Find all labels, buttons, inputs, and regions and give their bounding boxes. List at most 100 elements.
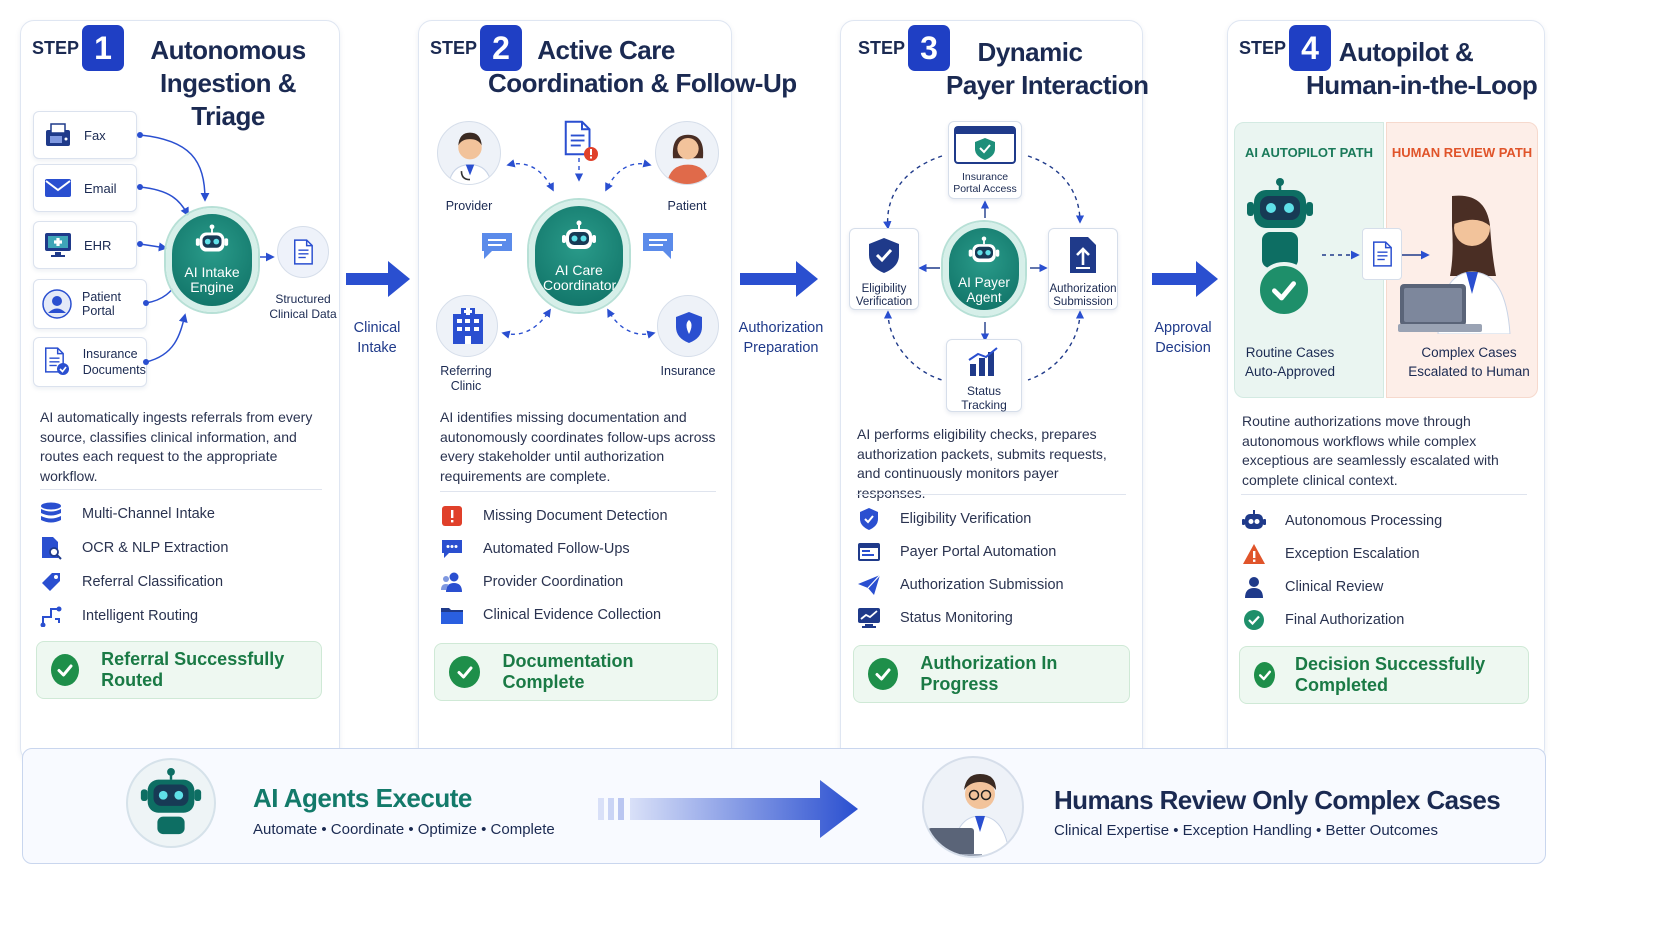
provider-avatar — [437, 121, 501, 185]
bar-chart-icon — [968, 347, 998, 376]
insurance-portal-access-node: Insurance Portal Access — [948, 121, 1022, 199]
ai-autopilot-panel — [1234, 122, 1384, 398]
referring-clinic-avatar — [436, 295, 498, 357]
referring-clinic-label: Referring Clinic — [440, 364, 492, 393]
step-4-number: 4 — [1289, 25, 1331, 71]
chat-bubble-left-icon — [482, 233, 512, 259]
insurance-label: Insurance — [660, 364, 716, 378]
transition-label-1: Clinical Intake — [353, 320, 401, 356]
feature-label: Clinical Review — [1285, 579, 1384, 595]
autopilot-robot-icon — [1247, 178, 1313, 268]
source-ehr-label: EHR — [84, 237, 112, 253]
feature-final-authorization: Final Authorization — [1241, 607, 1404, 633]
step-2-title: Active Care Coordination & Follow-Up — [488, 34, 797, 100]
step-4-description: Routine authorizations move through auto… — [1242, 413, 1499, 488]
feature-label: Missing Document Detection — [483, 508, 668, 524]
feature-intelligent-routing: Intelligent Routing — [38, 603, 198, 629]
feature-label: Autonomous Processing — [1285, 513, 1443, 529]
handoff-connector — [1322, 250, 1430, 260]
human-review-path-label: HUMAN REVIEW PATH — [1391, 145, 1533, 160]
robot-icon — [140, 768, 202, 835]
step-4-status: Decision Successfully Completed — [1239, 646, 1529, 704]
feature-ocr-nlp: OCR & NLP Extraction — [38, 535, 228, 561]
step-1-status-text: Referral Successfully Routed — [101, 649, 285, 690]
shield-check-icon — [856, 506, 882, 532]
ai-agents-execute-title: AI Agents Execute — [253, 783, 472, 813]
routing-icon — [38, 603, 64, 629]
step-1-title: Autonomous Ingestion & Triage — [128, 34, 328, 133]
feature-label: Referral Classification — [82, 574, 224, 590]
insurance-avatar — [657, 295, 719, 357]
step-3-label: STEP — [858, 38, 906, 58]
check-circle-icon — [1254, 662, 1276, 688]
feature-label: Intelligent Routing — [82, 608, 199, 624]
ai-care-coordinator-hub: AI Care Coordinator — [529, 200, 629, 312]
step-3-status-text: Authorization In Progress — [920, 653, 1058, 694]
provider-label: Provider — [445, 199, 493, 213]
step-2-connectors — [501, 158, 656, 339]
step-1-title-line2: Ingestion & Triage — [159, 68, 297, 131]
user-icon — [1241, 574, 1267, 600]
feature-payer-portal-automation: Payer Portal Automation — [856, 539, 1056, 565]
document-alert-icon — [564, 120, 598, 161]
feature-automated-follow-ups: Automated Follow-Ups — [439, 536, 630, 562]
step-1-divider — [40, 489, 322, 490]
warning-icon — [439, 503, 465, 529]
feature-eligibility-verification: Eligibility Verification — [856, 506, 1031, 532]
robot-face-icon — [1241, 508, 1267, 534]
transition-arrow-2 — [740, 261, 818, 297]
feature-label: Status Monitoring — [900, 610, 1013, 626]
status-tracking-node: Status Tracking — [946, 339, 1022, 412]
tag-icon — [38, 569, 64, 595]
ai-autopilot-path-label: AI AUTOPILOT PATH — [1244, 145, 1374, 160]
ai-agents-execute-subtitle: Automate • Coordinate • Optimize • Compl… — [253, 821, 555, 838]
patient-avatar — [655, 121, 719, 185]
feature-autonomous-processing: Autonomous Processing — [1241, 508, 1442, 534]
humans-review-subtitle: Clinical Expertise • Exception Handling … — [1054, 822, 1439, 839]
humans-review-title: Humans Review Only Complex Cases — [1054, 785, 1501, 815]
step-4-title-line1: Autopilot & — [1338, 37, 1474, 67]
shield-icon — [676, 312, 702, 343]
doctor-icon — [438, 122, 501, 185]
transition-arrow-1 — [346, 261, 410, 297]
step-4-title: Autopilot & Human-in-the-Loop — [1306, 36, 1538, 102]
feature-label: Multi-Channel Intake — [82, 506, 215, 522]
paper-plane-icon — [856, 572, 882, 598]
transition-label-3: Approval Decision — [1154, 320, 1212, 356]
document-icon — [1371, 240, 1393, 268]
source-patient-portal-label: Patient Portal — [82, 290, 121, 318]
folder-icon — [439, 602, 465, 628]
insurance-document-icon — [42, 346, 73, 378]
step-2-title-line2: Coordination & Follow-Up — [488, 68, 797, 98]
feature-exception-escalation: Exception Escalation — [1241, 541, 1420, 567]
feature-status-monitoring: Status Monitoring — [856, 605, 1013, 631]
feature-label: Exception Escalation — [1285, 546, 1420, 562]
feature-label: Authorization Submission — [900, 577, 1064, 593]
step-3-title-line1: Dynamic — [977, 37, 1083, 67]
step-3-cycle-connectors — [883, 155, 1085, 381]
transition-arrow-3 — [1152, 261, 1218, 297]
patient-icon — [666, 134, 710, 184]
patient-portal-icon — [42, 288, 72, 320]
robot-icon — [966, 236, 1002, 272]
human-reviewer-avatar — [922, 756, 1024, 858]
step-3-divider — [856, 494, 1126, 495]
ai-to-human-arrow — [598, 780, 858, 838]
source-insurance-documents: Insurance Documents — [33, 337, 147, 387]
feature-clinical-review: Clinical Review — [1241, 574, 1383, 600]
hospital-icon — [453, 308, 483, 344]
chat-icon — [439, 536, 465, 562]
step-2-status: Documentation Complete — [434, 643, 718, 701]
step-3-title-line2: Payer Interaction — [946, 70, 1149, 100]
step-4-status-text: Decision Successfully Completed — [1295, 654, 1486, 695]
feature-label: OCR & NLP Extraction — [82, 540, 229, 556]
feature-label: Eligibility Verification — [900, 511, 1032, 527]
feature-label: Final Authorization — [1285, 612, 1405, 628]
step-3-title: Dynamic Payer Interaction — [946, 36, 1149, 102]
step-2-title-line1: Active Care — [537, 35, 675, 65]
browser-shield-icon — [954, 126, 1016, 164]
email-icon — [42, 172, 74, 204]
ai-caption: Routine Cases Auto-Approved — [1244, 345, 1336, 379]
step-1-label: STEP — [32, 38, 80, 58]
ai-agent-avatar — [126, 758, 216, 848]
